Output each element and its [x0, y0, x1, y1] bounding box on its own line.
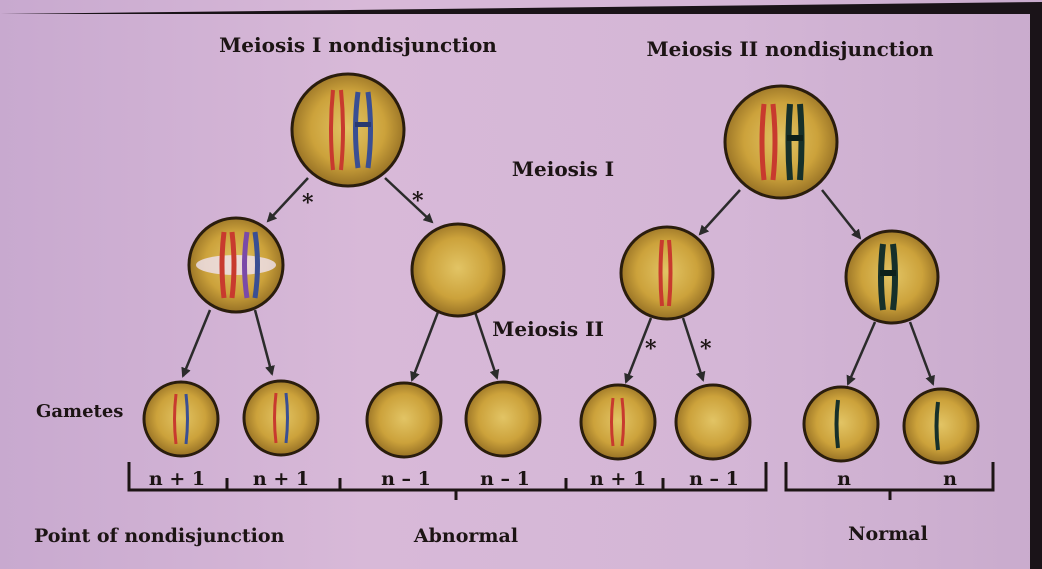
gamete-label-1: n + 1: [149, 468, 205, 490]
abnormal-label: Abnormal: [413, 525, 518, 547]
gamete-6: [676, 385, 750, 459]
meiosis2-stage-label: Meiosis II: [492, 317, 604, 341]
cell-m1-daughter-left: [189, 218, 283, 312]
gamete-label-2: n + 1: [253, 468, 309, 490]
nondisjunction-marker-2: *: [412, 188, 424, 214]
cell-m2-daughter-right: [846, 231, 938, 323]
meiosis2-nondisjunction-title: Meiosis II nondisjunction: [646, 37, 933, 61]
gamete-label-5: n + 1: [590, 468, 646, 490]
cell-m1-daughter-right: [412, 224, 504, 316]
gamete-2: [244, 381, 318, 455]
gamete-5: [581, 385, 655, 459]
gamete-label-6: n – 1: [689, 468, 739, 490]
cell-m2-daughter-left: [621, 227, 713, 319]
gamete-7: [804, 387, 878, 461]
gamete-4: [466, 382, 540, 456]
gamete-label-8: n: [943, 468, 957, 490]
nondisjunction-marker-3: *: [645, 336, 657, 362]
gamete-8: [904, 389, 978, 463]
cell-m2-parent: [725, 86, 837, 198]
nondisjunction-marker-4: *: [700, 336, 712, 362]
cell-m1-parent: [292, 74, 404, 186]
normal-label: Normal: [848, 523, 928, 545]
gamete-label-7: n: [837, 468, 851, 490]
gamete-3: [367, 383, 441, 457]
nondisjunction-marker-1: *: [302, 190, 314, 216]
gamete-label-4: n – 1: [480, 468, 530, 490]
gametes-label: Gametes: [36, 401, 123, 422]
gamete-1: [144, 382, 218, 456]
meiosis1-stage-label: Meiosis I: [512, 157, 614, 181]
meiosis1-nondisjunction-title: Meiosis I nondisjunction: [219, 33, 497, 57]
gamete-label-3: n – 1: [381, 468, 431, 490]
point-of-nondisjunction-label: Point of nondisjunction: [34, 525, 285, 547]
